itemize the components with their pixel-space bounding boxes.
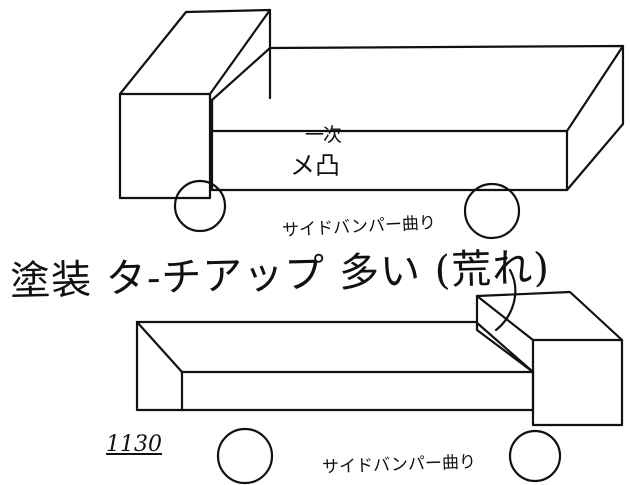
- code-label: 1130: [106, 432, 162, 457]
- bottom-truck-front-wheel: [216, 427, 274, 485]
- bottom-truck-body: [135, 320, 535, 412]
- top-truck-body: [210, 44, 625, 192]
- top-truck-cab: [118, 8, 272, 200]
- top-truck-mark-line2: メ凸: [290, 151, 341, 180]
- top-truck-rear-wheel: [463, 182, 521, 240]
- top-truck-front-wheel: [173, 179, 227, 233]
- annotation-arrow: [494, 268, 517, 332]
- top-truck-mark-line1: 一次: [305, 124, 342, 146]
- bottom-truck-cab: [475, 290, 624, 427]
- bottom-truck-rear-wheel: [508, 429, 562, 483]
- bottom-truck-bumper-note: サイドバンパー曲り: [321, 452, 477, 478]
